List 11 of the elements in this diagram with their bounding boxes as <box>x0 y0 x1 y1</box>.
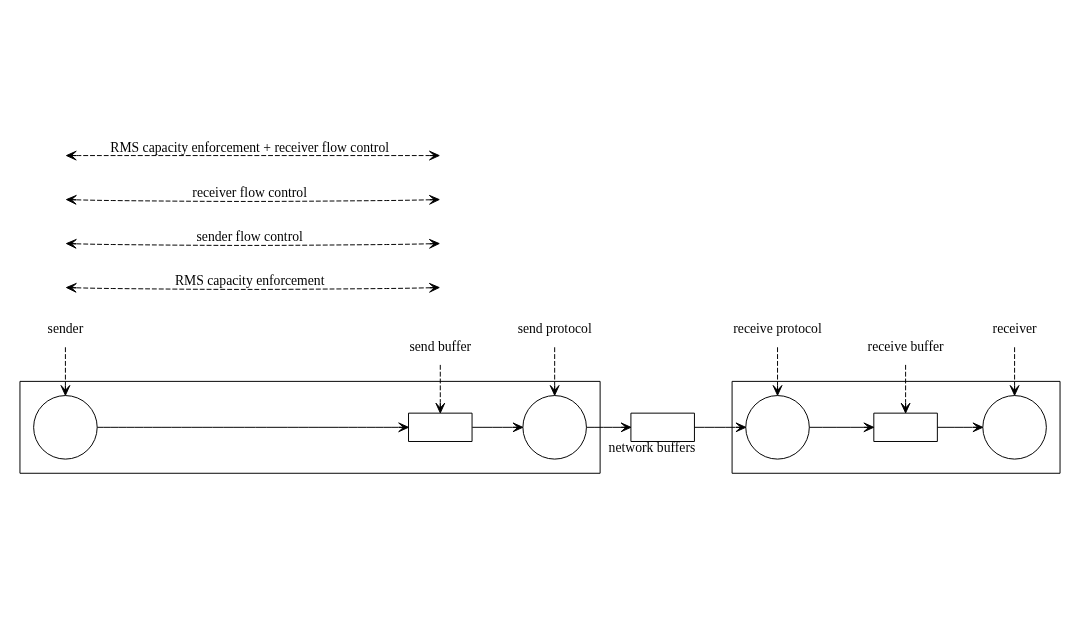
node-label: network buffers <box>608 440 696 456</box>
node-text: send protocol <box>517 321 592 337</box>
label: RMS capacity enforcement + receiver flow control <box>110 139 390 155</box>
node-text: receive buffer <box>867 338 944 354</box>
node-text: send buffer <box>409 338 472 354</box>
node-text: sender <box>47 321 84 337</box>
label: receiver flow control <box>192 184 307 200</box>
node-text: receiver <box>992 321 1037 337</box>
label: RMS capacity enforcement <box>174 272 325 288</box>
node-text: receive protocol <box>733 321 822 337</box>
label: sender flow control <box>196 228 303 244</box>
